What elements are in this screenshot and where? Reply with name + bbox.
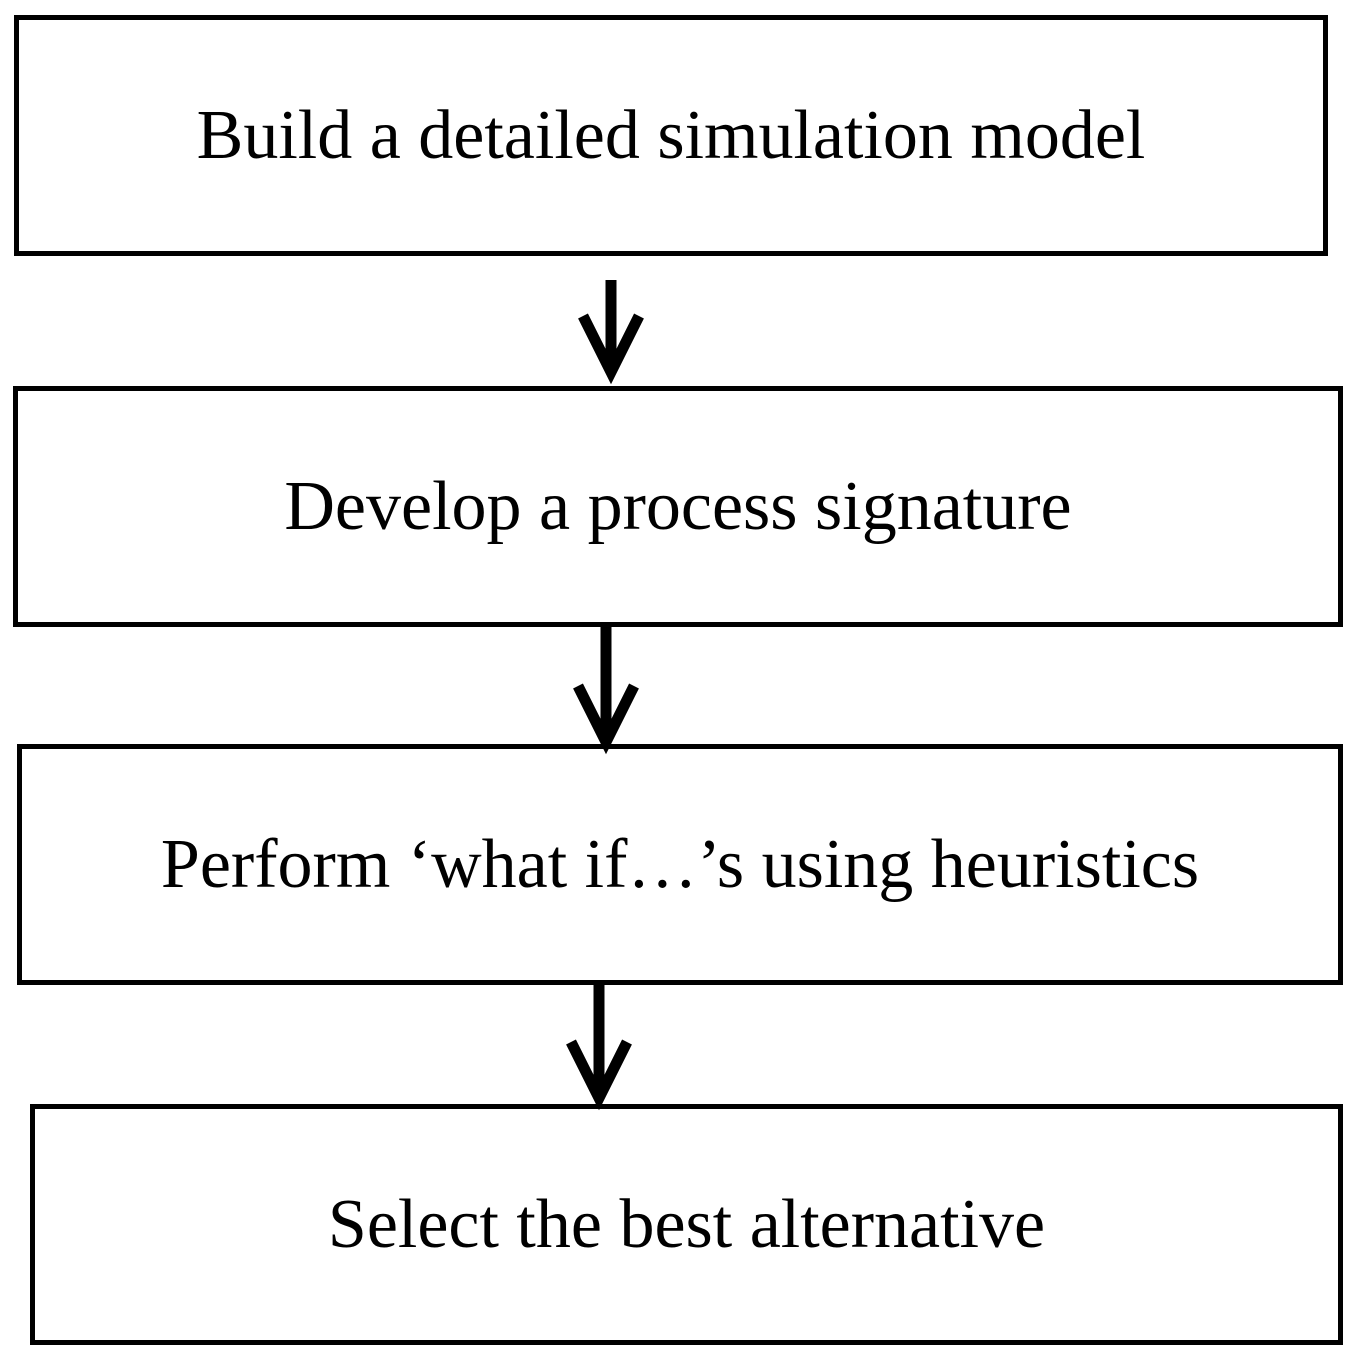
step-label: Perform ‘what if…’s using heuristics bbox=[160, 825, 1200, 903]
arrow-down-icon bbox=[578, 280, 644, 385]
step-label: Select the best alternative bbox=[327, 1185, 1046, 1263]
arrow-down-icon bbox=[573, 627, 639, 755]
step-box-build-model: Build a detailed simulation model bbox=[14, 15, 1328, 256]
step-box-process-signature: Develop a process signature bbox=[13, 386, 1343, 627]
arrow-down-icon bbox=[566, 985, 632, 1111]
step-box-select-best: Select the best alternative bbox=[30, 1104, 1343, 1345]
step-box-what-if: Perform ‘what if…’s using heuristics bbox=[17, 744, 1343, 985]
step-label: Build a detailed simulation model bbox=[196, 96, 1146, 174]
step-label: Develop a process signature bbox=[284, 467, 1072, 545]
